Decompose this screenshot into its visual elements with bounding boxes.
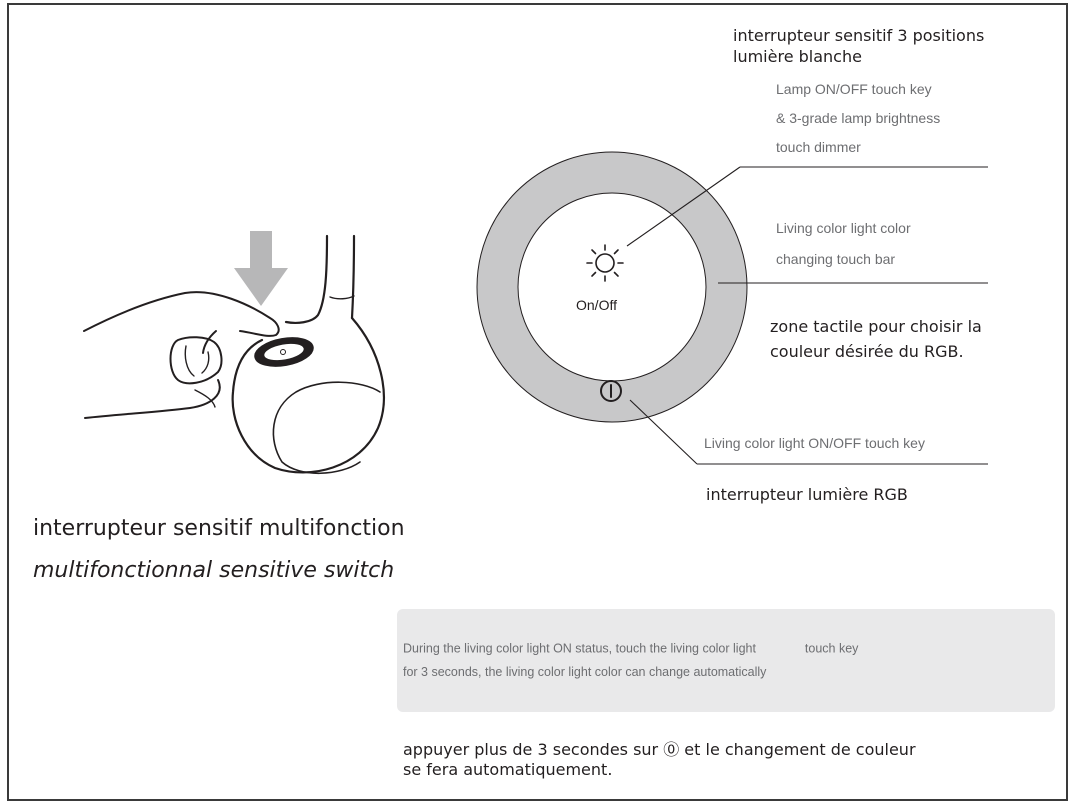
top-label-fr-line1: interrupteur sensitif 3 positions — [733, 26, 985, 45]
rgb-key-label-en: Living color light ON/OFF touch key — [704, 435, 925, 451]
lamp-key-label-line3: touch dimmer — [776, 139, 861, 155]
color-zone-label-fr-line1: zone tactile pour choisir la — [770, 317, 982, 336]
control-dial — [476, 151, 748, 423]
note-en-line2: for 3 seconds, the living color light co… — [403, 665, 767, 679]
color-bar-label-line1: Living color light color — [776, 220, 911, 236]
top-label-fr-line2: lumière blanche — [733, 47, 862, 66]
note-fr-line1: appuyer plus de 3 secondes sur ⓪ et le c… — [403, 740, 916, 759]
lamp-icon — [231, 234, 385, 475]
hand-icon — [83, 291, 280, 419]
color-zone-label-fr-line2: couleur désirée du RGB. — [770, 342, 964, 361]
color-bar-label-line2: changing touch bar — [776, 251, 896, 267]
dial-center-label: On/Off — [576, 297, 617, 313]
note-en-line1-after: touch key — [804, 641, 859, 656]
main-caption-en: multifonctionnal sensitive switch — [33, 558, 395, 583]
main-caption-fr: interrupteur sensitif multifonction — [33, 516, 405, 541]
power-icon — [600, 380, 622, 402]
rgb-key-label-fr: interrupteur lumière RGB — [706, 485, 908, 504]
leader-lines — [626, 166, 988, 465]
note-en-line1-before: During the living color light ON status,… — [403, 641, 756, 656]
note-power-spacer — [769, 636, 791, 658]
lamp-key-label-line1: Lamp ON/OFF touch key — [776, 81, 932, 97]
note-box — [397, 609, 1055, 712]
down-arrow-icon — [234, 231, 288, 306]
lamp-key-label-line2: & 3-grade lamp brightness — [776, 110, 941, 126]
note-fr-line2: se fera automatiquement. — [403, 760, 613, 779]
sun-icon — [586, 244, 624, 282]
note-en-line1: During the living color light ON status,… — [403, 638, 858, 660]
